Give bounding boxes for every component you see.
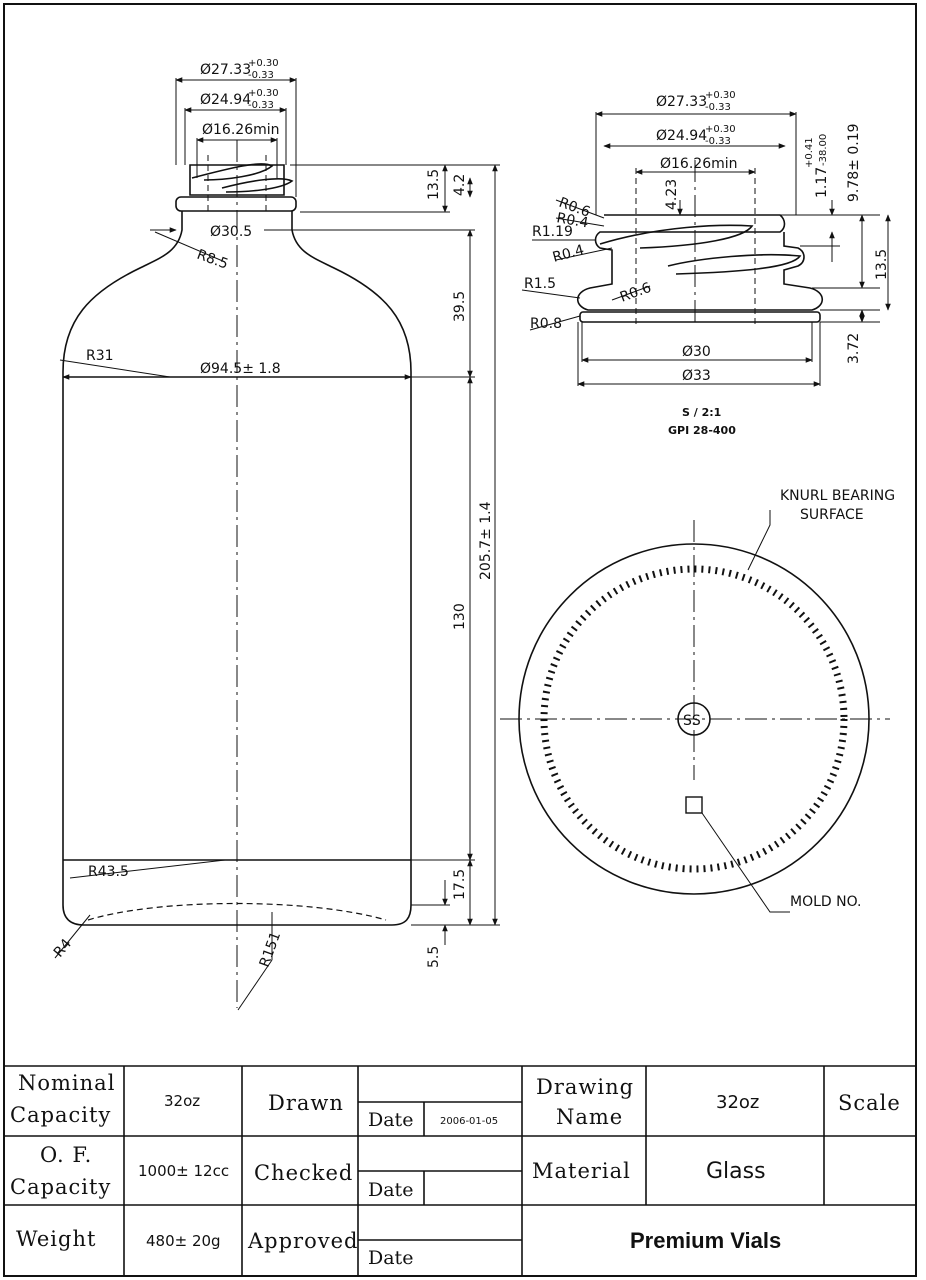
of-capacity-label-2: Capacity bbox=[10, 1175, 111, 1199]
svg-text:4.23: 4.23 bbox=[664, 179, 680, 210]
overall-height-label: 205.7± 1.4 bbox=[478, 501, 494, 580]
checked-label: Checked bbox=[254, 1161, 353, 1185]
material-value: Glass bbox=[706, 1159, 766, 1184]
of-capacity-value: 1000± 12cc bbox=[138, 1162, 229, 1180]
thread-lower bbox=[221, 178, 294, 193]
approved-label: Approved bbox=[247, 1229, 358, 1253]
body-height-label: 130 bbox=[452, 603, 468, 630]
mold-no-label: MOLD NO. bbox=[790, 894, 862, 910]
weight-label: Weight bbox=[16, 1227, 96, 1251]
svg-text:13.5: 13.5 bbox=[874, 249, 890, 280]
base-radius-label: R4 bbox=[51, 936, 75, 961]
finish-thread-dia-label: Ø24.94 bbox=[656, 128, 707, 144]
svg-text:+0.30: +0.30 bbox=[248, 88, 279, 99]
body-dia-label: Ø94.5± 1.8 bbox=[200, 361, 281, 377]
scale-note: S / 2:1 bbox=[682, 406, 721, 419]
push-up-depth-label: 5.5 bbox=[426, 946, 442, 968]
center-mark: SS bbox=[683, 713, 701, 729]
base-view-labels: KNURL BEARING SURFACE SS MOLD NO. bbox=[683, 488, 895, 910]
svg-text:R0.8: R0.8 bbox=[530, 316, 562, 332]
heel-height-label: 17.5 bbox=[452, 869, 468, 900]
push-up-curve bbox=[87, 902, 387, 921]
svg-text:+0.30: +0.30 bbox=[705, 124, 736, 135]
shoulder-dia-label: Ø30.5 bbox=[210, 224, 252, 240]
svg-text:-38.00: -38.00 bbox=[818, 134, 829, 166]
finish-bead bbox=[175, 196, 297, 212]
bore-label: Ø16.26min bbox=[202, 122, 280, 138]
finish-detail-view bbox=[576, 160, 824, 325]
material-label: Material bbox=[532, 1159, 631, 1183]
bottle-outline bbox=[62, 211, 412, 926]
finish-detail-dimensions bbox=[521, 111, 891, 387]
title-block bbox=[4, 1065, 916, 1276]
svg-text:R0.4: R0.4 bbox=[551, 242, 586, 266]
svg-text:3.72: 3.72 bbox=[846, 333, 862, 364]
svg-text:-0.33: -0.33 bbox=[248, 70, 274, 81]
neck-od-label: Ø27.33 bbox=[200, 62, 251, 78]
drawn-label: Drawn bbox=[268, 1091, 344, 1115]
shoulder-radius-label: R8.5 bbox=[195, 247, 231, 273]
drawing-name-label-1: Drawing bbox=[536, 1075, 634, 1099]
push-up-radius-label: R151 bbox=[257, 930, 285, 970]
drawing-name-label-2: Name bbox=[556, 1105, 623, 1129]
svg-text:R0.4: R0.4 bbox=[555, 210, 589, 231]
svg-text:Ø30: Ø30 bbox=[682, 344, 711, 360]
title-block-text: Nominal Capacity 32oz Drawn Date 2006-01… bbox=[10, 1071, 901, 1269]
svg-text:1.17: 1.17 bbox=[814, 167, 830, 198]
approved-date-label: Date bbox=[368, 1247, 413, 1269]
base-view bbox=[500, 510, 890, 913]
svg-text:9.78± 0.19: 9.78± 0.19 bbox=[846, 123, 862, 202]
svg-text:+0.41: +0.41 bbox=[804, 137, 815, 168]
finish-bore-label: Ø16.26min bbox=[660, 156, 738, 172]
svg-text:-0.33: -0.33 bbox=[705, 102, 731, 113]
finish-detail-labels: Ø27.33 +0.30 -0.33 Ø24.94 +0.30 -0.33 Ø1… bbox=[524, 90, 890, 437]
nominal-capacity-value: 32oz bbox=[164, 1092, 200, 1110]
svg-text:Ø33: Ø33 bbox=[682, 368, 711, 384]
svg-text:-0.33: -0.33 bbox=[705, 136, 731, 147]
drawn-date-value: 2006-01-05 bbox=[440, 1116, 498, 1127]
svg-text:R1.5: R1.5 bbox=[524, 276, 556, 292]
heel-radius-label: R43.5 bbox=[88, 864, 129, 880]
of-capacity-label-1: O. F. bbox=[40, 1143, 92, 1167]
nominal-capacity-label-1: Nominal bbox=[18, 1071, 115, 1095]
finish-height-label: 13.5 bbox=[426, 169, 442, 200]
drawn-date-label: Date bbox=[368, 1109, 413, 1131]
knurl-label-1: KNURL BEARING bbox=[780, 488, 895, 504]
svg-text:+0.30: +0.30 bbox=[248, 58, 279, 69]
svg-text:-0.33: -0.33 bbox=[248, 100, 274, 111]
brand-name: Premium Vials bbox=[630, 1228, 781, 1253]
thread-id-label: Ø24.94 bbox=[200, 92, 251, 108]
finish-od-label: Ø27.33 bbox=[656, 94, 707, 110]
finish-thread-2 bbox=[667, 253, 802, 275]
elevation-dimensions bbox=[54, 77, 500, 1011]
weight-value: 480± 20g bbox=[146, 1232, 221, 1250]
drawing-name-value: 32oz bbox=[716, 1092, 759, 1113]
svg-text:+0.30: +0.30 bbox=[705, 90, 736, 101]
knurl-label-2: SURFACE bbox=[800, 507, 864, 523]
finish-spec-note: GPI 28-400 bbox=[668, 424, 736, 437]
body-radius-label: R31 bbox=[86, 348, 114, 364]
bottle-elevation-view bbox=[62, 140, 412, 1008]
drawing-border bbox=[3, 3, 917, 1277]
shoulder-height-label: 39.5 bbox=[452, 291, 468, 322]
checked-date-label: Date bbox=[368, 1179, 413, 1201]
mold-number-box bbox=[685, 796, 703, 814]
nominal-capacity-label-2: Capacity bbox=[10, 1103, 111, 1127]
svg-text:R1.19: R1.19 bbox=[532, 224, 573, 240]
finish-thread-1 bbox=[599, 224, 754, 249]
thread-start-label: 4.2 bbox=[452, 174, 468, 196]
scale-label: Scale bbox=[838, 1091, 901, 1115]
thread-upper bbox=[191, 163, 274, 181]
finish-detail-outline bbox=[576, 214, 824, 311]
